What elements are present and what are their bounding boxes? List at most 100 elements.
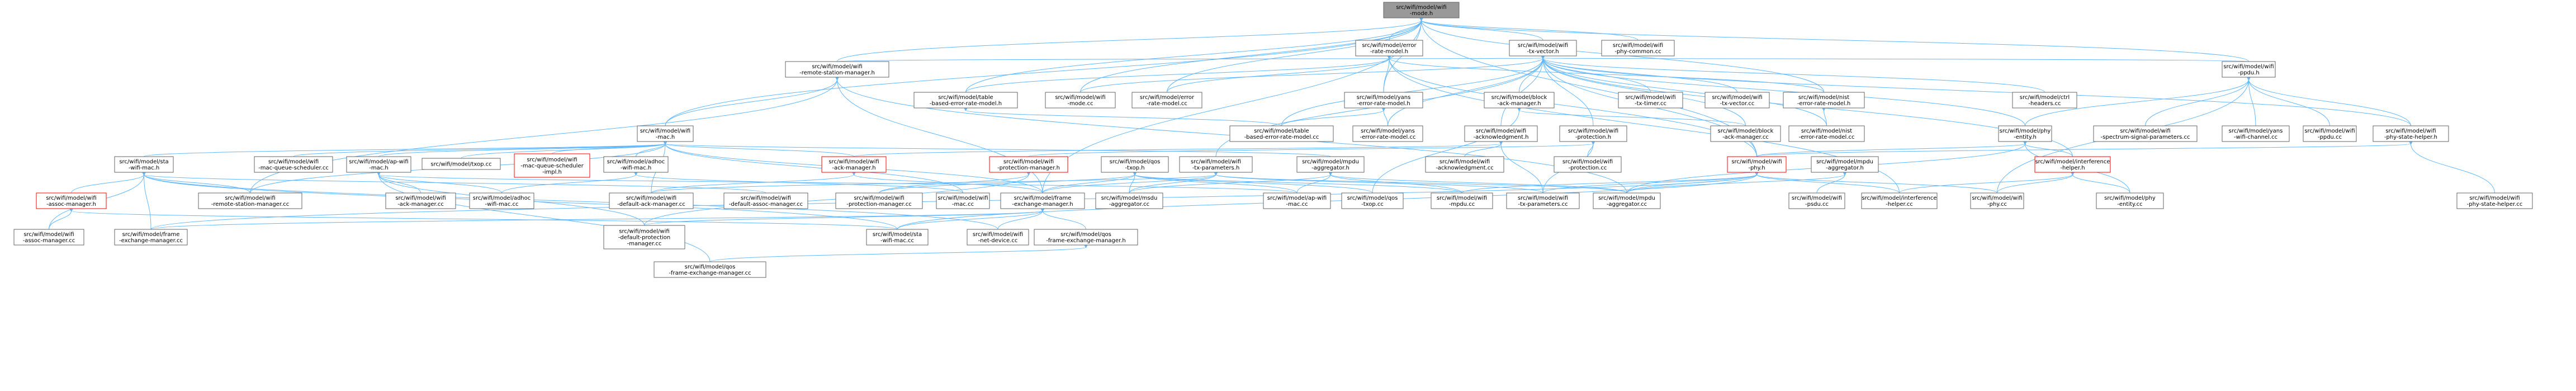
edge-assoc_mgr_h-to-sta_mac_cc bbox=[72, 211, 898, 230]
node-table_cc[interactable]: src/wifi/model/table-based-error-rate-mo… bbox=[1229, 125, 1334, 142]
node-def_assoc_cc[interactable]: src/wifi/model/wifi-default-assoc-manage… bbox=[723, 192, 808, 209]
node-label-line: src/wifi/model/frame bbox=[122, 232, 180, 238]
node-mpdu_cc[interactable]: src/wifi/model/wifi-mpdu.cc bbox=[1431, 192, 1493, 209]
node-mac_h[interactable]: src/wifi/model/wifi-mac.h bbox=[637, 125, 694, 142]
node-box bbox=[422, 158, 501, 170]
node-mac_cc[interactable]: src/wifi/model/wifi-mac.cc bbox=[936, 192, 990, 209]
node-err_rate_h[interactable]: src/wifi/model/error-rate-model.h bbox=[1355, 40, 1423, 56]
node-phy_h[interactable]: src/wifi/model/wifi-phy.h bbox=[1727, 156, 1787, 173]
node-psdu_cc[interactable]: src/wifi/model/wifi-psdu.cc bbox=[1788, 192, 1845, 209]
node-mist_cc[interactable]: src/wifi/model/nist-error-rate-model.cc bbox=[1788, 125, 1865, 142]
node-qos_fem_h[interactable]: src/wifi/model/qos-frame-exchange-manage… bbox=[1034, 229, 1138, 246]
node-fem_cc[interactable]: src/wifi/model/frame-exchange-manager.cc bbox=[114, 229, 188, 246]
node-assoc_mgr_cc[interactable]: src/wifi/model/wifi-assoc-manager.cc bbox=[13, 229, 84, 246]
node-assoc_mgr_h[interactable]: src/wifi/model/wifi-assoc-manager.h bbox=[36, 192, 107, 209]
node-ap_mac_cc[interactable]: src/wifi/model/ap-wifi-mac.cc bbox=[1263, 192, 1331, 209]
node-label-line: -net-device.cc bbox=[978, 238, 1018, 244]
node-label-line: -entity.h bbox=[2014, 134, 2037, 140]
node-ack_mgr_cc[interactable]: src/wifi/model/wifi-ack-manager.cc bbox=[385, 192, 456, 209]
node-txtimer[interactable]: src/wifi/model/wifi-tx-timer.cc bbox=[1618, 92, 1683, 109]
node-label-line: -rate-model.cc bbox=[1147, 101, 1187, 107]
node-mpdu_agg_cc[interactable]: src/wifi/model/msdu-aggregator.cc bbox=[1095, 192, 1163, 209]
edge-fem_h-to-sta_mac_cc bbox=[897, 211, 1043, 230]
node-mode_cc[interactable]: src/wifi/model/wifi-mode.cc bbox=[1045, 92, 1116, 109]
node-interf_cc[interactable]: src/wifi/model/interference-helper.cc bbox=[1861, 192, 1938, 209]
node-label-line: -tx-parameters.cc bbox=[1518, 201, 1568, 208]
node-phy_entity_h[interactable]: src/wifi/model/phy-entity.h bbox=[1998, 125, 2052, 142]
node-fem_h[interactable]: src/wifi/model/frame-exchange-manager.h bbox=[1000, 192, 1085, 209]
node-phy_entity_cc[interactable]: src/wifi/model/phy-entity.cc bbox=[2096, 192, 2164, 209]
node-netdev_cc[interactable]: src/wifi/model/wifi-net-device.cc bbox=[967, 229, 1029, 246]
edge-mac_h-to-txop_cc bbox=[461, 144, 665, 159]
node-ack_mgr_h[interactable]: src/wifi/model/wifi-ack-manager.h bbox=[821, 156, 887, 173]
node-label-line: -tx-vector.cc bbox=[1720, 101, 1755, 107]
node-phycommon[interactable]: src/wifi/model/wifi-phy-common.cc bbox=[1601, 40, 1675, 56]
node-label-line: -tx-vector.h bbox=[1527, 49, 1559, 55]
node-phy_state_h[interactable]: src/wifi/model/wifi-phy-state-helper.h bbox=[2373, 125, 2449, 142]
node-ppdu_cc[interactable]: src/wifi/model/wifi-ppdu.cc bbox=[2303, 125, 2357, 142]
node-label-line: src/wifi/model/wifi bbox=[1568, 128, 1618, 134]
node-txop_cc[interactable]: src/wifi/model/txop.cc bbox=[422, 158, 501, 170]
edge-rsm_h-to-mac_h bbox=[665, 79, 837, 126]
node-label-line: -phy-common.cc bbox=[1614, 49, 1661, 55]
node-rsm_cc[interactable]: src/wifi/model/wifi-remote-station-manag… bbox=[198, 192, 302, 209]
node-root[interactable]: src/wifi/model/wifi-mode.h bbox=[1383, 2, 1460, 18]
node-adhoc_h[interactable]: src/wifi/model/adhoc-wifi-mac.h bbox=[603, 156, 669, 173]
node-label-line: -assoc-manager.cc bbox=[23, 238, 75, 244]
node-sta_mac_h[interactable]: src/wifi/model/sta-wifi-mac.h bbox=[114, 156, 174, 173]
node-prot_h[interactable]: src/wifi/model/wifi-protection.h bbox=[1559, 125, 1627, 142]
node-mpdu_agg_h[interactable]: src/wifi/model/mpdu-aggregator.h bbox=[1296, 156, 1365, 173]
node-table_h[interactable]: src/wifi/model/table-based-error-rate-mo… bbox=[913, 92, 1018, 109]
node-ctrl_headers[interactable]: src/wifi/model/ctrl-headers.cc bbox=[2012, 92, 2077, 109]
node-mac_qsched_impl[interactable]: src/wifi/model/wifi-mac-queue-scheduler-… bbox=[514, 153, 590, 178]
node-yans_channel[interactable]: src/wifi/model/yans-wifi-channel.cc bbox=[2222, 125, 2290, 142]
node-mpdu_agg2_cc[interactable]: src/wifi/model/mpdu-aggregator.cc bbox=[1593, 192, 1661, 209]
node-prot_mgr_cc[interactable]: src/wifi/model/wifi-protection-manager.c… bbox=[835, 192, 923, 209]
node-def_ack_cc[interactable]: src/wifi/model/wifi-default-ack-manager.… bbox=[609, 192, 694, 209]
node-txparams_h[interactable]: src/wifi/model/wifi-tx-parameters.h bbox=[1179, 156, 1253, 173]
node-label-line: src/wifi/model/mpdu bbox=[1598, 195, 1655, 201]
node-sta_mac_cc[interactable]: src/wifi/model/sta-wifi-mac.cc bbox=[866, 229, 929, 246]
node-ppdu_h[interactable]: src/wifi/model/wifi-ppdu.h bbox=[2222, 61, 2276, 78]
node-ap_mac_h[interactable]: src/wifi/model/ap-wifi-mac.h bbox=[346, 156, 411, 173]
node-qos_fem_cc[interactable]: src/wifi/model/qos-frame-exchange-manage… bbox=[654, 261, 766, 278]
node-label-line: src/wifi/model/wifi bbox=[1518, 43, 1568, 49]
node-block_ack_mgr_h[interactable]: src/wifi/model/block-ack-manager.h bbox=[1484, 92, 1555, 109]
node-phy_cc[interactable]: src/wifi/model/wifi-phy.cc bbox=[1970, 192, 2024, 209]
node-txparams_cc[interactable]: src/wifi/model/wifi-tx-parameters.cc bbox=[1506, 192, 1580, 209]
node-prot_mgr_h[interactable]: src/wifi/model/wifi-protection-manager.h bbox=[989, 156, 1068, 173]
node-ackn_cc[interactable]: src/wifi/model/wifi-acknowledgment.cc bbox=[1425, 156, 1504, 173]
node-rsm_h[interactable]: src/wifi/model/wifi-remote-station-manag… bbox=[785, 61, 889, 78]
node-yans_err_h[interactable]: src/wifi/model/yans-error-rate-model.h bbox=[1344, 92, 1423, 109]
node-prot_cc[interactable]: src/wifi/model/wifi-protection.cc bbox=[1554, 156, 1622, 173]
node-mpdu_agg2_h[interactable]: src/wifi/model/mpdu-aggregator.h bbox=[1811, 156, 1879, 173]
node-mac_qsched[interactable]: src/wifi/model/wifi-mac-queue-scheduler.… bbox=[254, 156, 333, 173]
node-block_ack_mgr_cc[interactable]: src/wifi/model/block-ack-manager.cc bbox=[1710, 125, 1781, 142]
node-txvector_cc[interactable]: src/wifi/model/wifi-tx-vector.cc bbox=[1704, 92, 1770, 109]
node-spectrum_sig[interactable]: src/wifi/model/wifi-spectrum-signal-para… bbox=[2093, 125, 2198, 142]
node-label-line: src/wifi/model/interference bbox=[2035, 159, 2110, 165]
node-label-line: -phy.cc bbox=[1987, 201, 2007, 208]
node-box bbox=[254, 156, 333, 173]
edge-root-to-mac_h bbox=[665, 20, 1422, 126]
edge-phy_state_h-to-phy_h bbox=[1756, 144, 2411, 157]
node-box bbox=[1710, 125, 1781, 142]
node-interf_h[interactable]: src/wifi/model/interference-helper.h bbox=[2034, 156, 2111, 173]
node-mist_h[interactable]: src/wifi/model/nist-error-rate-model.h bbox=[1783, 92, 1865, 109]
edge-ppdu_h-to-ppdu_cc bbox=[2249, 79, 2330, 126]
node-label-line: src/wifi/model/nist bbox=[1798, 95, 1849, 101]
node-def_prot_cc[interactable]: src/wifi/model/wifi-default-protection-m… bbox=[603, 225, 685, 249]
edge-phy_h-to-phy_cc bbox=[1757, 175, 1997, 194]
node-txvector_h[interactable]: src/wifi/model/wifi-tx-vector.h bbox=[1509, 40, 1577, 56]
node-box bbox=[1341, 192, 1404, 209]
node-label-line: -txop.h bbox=[1125, 165, 1144, 171]
node-ackn_h[interactable]: src/wifi/model/wifi-acknowledgment.h bbox=[1464, 125, 1538, 142]
node-err_rate_cc[interactable]: src/wifi/model/error-rate-model.cc bbox=[1131, 92, 1202, 109]
edge-root-to-ppdu_h bbox=[1422, 20, 2249, 62]
node-phy_state_cc[interactable]: src/wifi/model/wifi-phy-state-helper.cc bbox=[2456, 192, 2533, 209]
edge-qos_fem_h-to-qos_fem_cc bbox=[709, 247, 1086, 262]
node-qos_txop_cc[interactable]: src/wifi/model/qos-txop.cc bbox=[1341, 192, 1404, 209]
node-adhoc_cc[interactable]: src/wifi/model/adhoc-wifi-mac.cc bbox=[469, 192, 534, 209]
node-yans_err_cc[interactable]: src/wifi/model/yans-error-rate-model.cc bbox=[1352, 125, 1423, 142]
node-qos_txop_h[interactable]: src/wifi/model/qos-txop.h bbox=[1101, 156, 1169, 173]
